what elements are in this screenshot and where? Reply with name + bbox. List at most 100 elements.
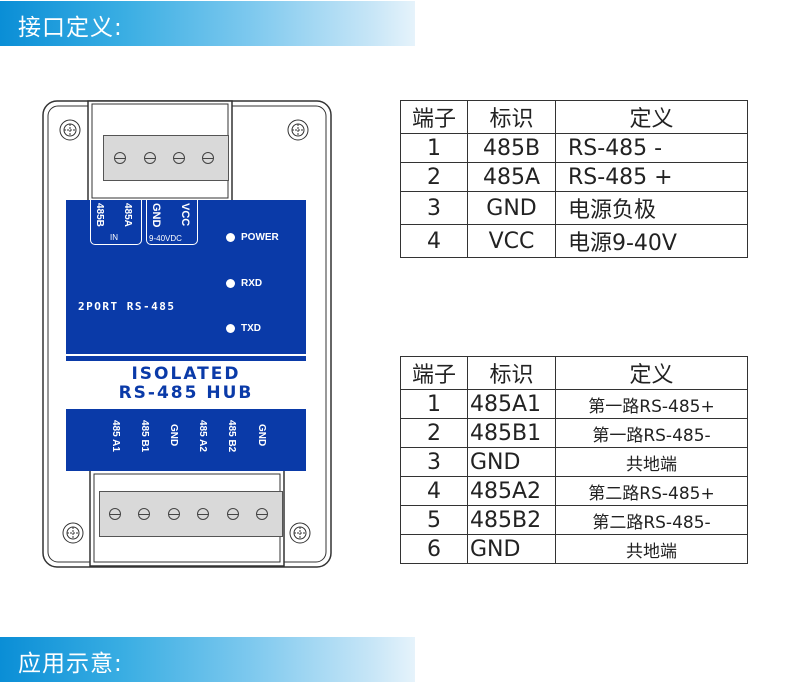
terminal-screw-icon: [144, 152, 156, 164]
table-row: 3 GND 共地端: [400, 447, 748, 477]
pin-label: GND: [256, 424, 267, 447]
front-panel-top: 485B 485A IN GND VCC 9-40VDC POWER RXD T…: [66, 200, 306, 354]
table-row: 4 VCC 电源9-40V: [400, 224, 748, 258]
cell-definition: 电源9-40V: [555, 224, 748, 258]
table-row: 5 485B2 第二路RS-485-: [400, 505, 748, 535]
header-definition: 定义: [555, 356, 748, 390]
output-terminal-block: [99, 491, 283, 537]
cell-terminal: 2: [400, 418, 468, 448]
output-terminal-table: 端子 标识 定义 1 485A1 第一路RS-485+ 2 485B1 第一路R…: [400, 356, 748, 564]
led-label: POWER: [241, 232, 279, 243]
cell-terminal: 4: [400, 224, 468, 258]
product-title-band: ISOLATED RS-485 HUB: [66, 361, 306, 408]
device-diagram: 485B 485A IN GND VCC 9-40VDC POWER RXD T…: [42, 100, 332, 568]
input-terminal-block: [103, 135, 229, 181]
cell-definition: 第一路RS-485+: [555, 389, 748, 419]
led-txd: TXD: [226, 323, 261, 334]
panel-stripe: [66, 356, 306, 361]
cell-definition: 共地端: [555, 534, 748, 564]
table-header-row: 端子 标识 定义: [400, 356, 748, 390]
led-label: RXD: [241, 278, 263, 289]
cell-label: GND: [467, 534, 556, 564]
cell-label: 485A: [467, 162, 556, 192]
terminal-screw-icon: [114, 152, 126, 164]
section-banner-application: 应用示意:: [0, 637, 415, 682]
pin-label: 485 A1: [110, 420, 121, 452]
pin-label: 485B: [94, 203, 105, 227]
pin-label: 485A: [122, 203, 133, 227]
table-header-row: 端子 标识 定义: [400, 100, 748, 134]
table-row: 2 485A RS-485 +: [400, 162, 748, 192]
pin-label: GND: [168, 424, 179, 447]
cell-definition: 电源负极: [555, 191, 748, 225]
pin-label: 485 B1: [139, 420, 150, 453]
led-indicator-icon: [226, 324, 235, 333]
panel-stripe: [66, 409, 306, 414]
table-row: 6 GND 共地端: [400, 534, 748, 564]
section-banner-interface-definition: 接口定义:: [0, 1, 415, 46]
terminal-screw-icon: [168, 508, 180, 520]
terminal-screw-icon: [173, 152, 185, 164]
table-row: 2 485B1 第一路RS-485-: [400, 418, 748, 448]
terminal-screw-icon: [138, 508, 150, 520]
cell-terminal: 4: [400, 476, 468, 506]
led-indicator-icon: [226, 233, 235, 242]
cell-definition: RS-485 -: [555, 133, 748, 163]
cell-label: 485B2: [467, 505, 556, 535]
input-terminal-table: 端子 标识 定义 1 485B RS-485 - 2 485A RS-485 +…: [400, 100, 748, 258]
cell-label: GND: [467, 191, 556, 225]
cell-definition: 第二路RS-485+: [555, 476, 748, 506]
table-row: 1 485A1 第一路RS-485+: [400, 389, 748, 419]
mounting-hole-icon: [62, 522, 84, 544]
front-panel-bottom: 485 A1 485 B1 GND 485 A2 485 B2 GND: [66, 414, 306, 471]
product-title-line1: ISOLATED: [131, 364, 241, 384]
power-group-bracket: [146, 200, 198, 245]
section-title: 应用示意:: [18, 651, 123, 677]
terminal-screw-icon: [202, 152, 214, 164]
cell-label: 485B: [467, 133, 556, 163]
table-row: 4 485A2 第二路RS-485+: [400, 476, 748, 506]
led-power: POWER: [226, 232, 279, 243]
header-label: 标识: [467, 100, 556, 134]
terminal-screw-icon: [227, 508, 239, 520]
cell-definition: 第一路RS-485-: [555, 418, 748, 448]
cell-label: 485B1: [467, 418, 556, 448]
table-row: 3 GND 电源负极: [400, 191, 748, 225]
led-label: TXD: [241, 323, 261, 334]
pin-label: 485 A2: [197, 420, 208, 452]
cell-terminal: 1: [400, 133, 468, 163]
pin-label: GND: [150, 203, 162, 228]
terminal-screw-icon: [256, 508, 268, 520]
model-label: 2PORT RS-485: [78, 300, 176, 313]
cell-terminal: 3: [400, 447, 468, 477]
table-row: 1 485B RS-485 -: [400, 133, 748, 163]
power-group-label: 9-40VDC: [149, 234, 182, 243]
pin-label: 485 B2: [226, 420, 237, 453]
terminal-screw-icon: [109, 508, 121, 520]
terminal-screw-icon: [197, 508, 209, 520]
mounting-hole-icon: [59, 119, 81, 141]
led-rxd: RXD: [226, 278, 262, 289]
input-group-label: IN: [110, 233, 118, 242]
cell-terminal: 2: [400, 162, 468, 192]
header-definition: 定义: [555, 100, 748, 134]
cell-terminal: 3: [400, 191, 468, 225]
section-title: 接口定义:: [18, 15, 123, 41]
cell-label: 485A1: [467, 389, 556, 419]
mounting-hole-icon: [287, 119, 309, 141]
cell-definition: 共地端: [555, 447, 748, 477]
cell-label: VCC: [467, 224, 556, 258]
cell-definition: RS-485 +: [555, 162, 748, 192]
pin-label: VCC: [179, 203, 191, 227]
cell-terminal: 1: [400, 389, 468, 419]
input-group-bracket: [90, 200, 142, 245]
led-indicator-icon: [226, 279, 235, 288]
cell-label: GND: [467, 447, 556, 477]
product-title-line2: RS-485 HUB: [118, 383, 254, 403]
cell-definition: 第二路RS-485-: [555, 505, 748, 535]
cell-terminal: 6: [400, 534, 468, 564]
mounting-hole-icon: [289, 522, 311, 544]
header-label: 标识: [467, 356, 556, 390]
cell-label: 485A2: [467, 476, 556, 506]
header-terminal: 端子: [400, 100, 468, 134]
